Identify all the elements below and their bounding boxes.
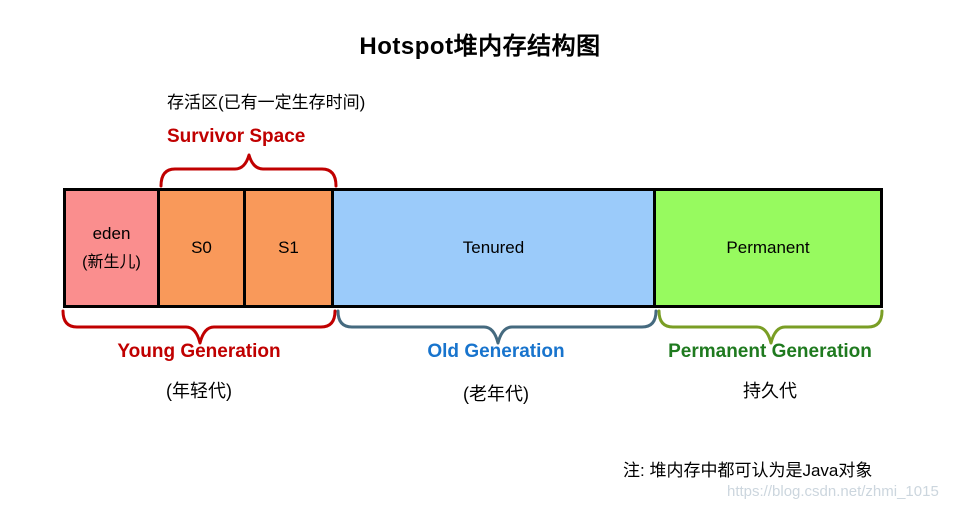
block-s1-label: S1 <box>278 238 299 258</box>
block-eden-sublabel: (新生儿) <box>82 253 141 271</box>
heap-blocks-row: eden (新生儿) S0 S1 Tenured Permanent <box>63 188 883 308</box>
young-generation-group: Young Generation (年轻代) <box>63 341 335 403</box>
old-generation-label: Old Generation <box>427 341 565 362</box>
block-s0: S0 <box>160 188 246 308</box>
block-permanent: Permanent <box>656 188 883 308</box>
permanent-generation-brace <box>657 309 884 345</box>
permanent-generation-group: Permanent Generation 持久代 <box>657 341 883 403</box>
block-tenured-label: Tenured <box>462 238 525 258</box>
block-eden: eden (新生儿) <box>63 188 160 308</box>
survivor-space-label: Survivor Space <box>167 126 306 147</box>
footnote: 注: 堆内存中都可认为是Java对象 <box>623 461 873 480</box>
old-generation-sublabel: (老年代) <box>463 384 529 404</box>
young-generation-sublabel: (年轻代) <box>166 381 232 401</box>
permanent-generation-label: Permanent Generation <box>668 341 872 362</box>
young-generation-label: Young Generation <box>117 341 281 362</box>
diagram-title: Hotspot堆内存结构图 <box>359 33 601 60</box>
survivor-space-brace <box>159 153 338 188</box>
block-s0-label: S0 <box>191 238 212 258</box>
block-s1: S1 <box>246 188 334 308</box>
block-eden-label: eden <box>92 224 131 244</box>
old-generation-brace <box>336 309 658 345</box>
permanent-generation-sublabel: 持久代 <box>743 381 797 401</box>
old-generation-group: Old Generation (老年代) <box>336 341 656 406</box>
young-generation-brace <box>61 309 337 345</box>
block-tenured: Tenured <box>334 188 656 308</box>
watermark: https://blog.csdn.net/zhmi_1015 <box>727 483 939 500</box>
block-permanent-label: Permanent <box>726 238 810 258</box>
survivor-space-note: 存活区(已有一定生存时间) <box>167 93 366 112</box>
